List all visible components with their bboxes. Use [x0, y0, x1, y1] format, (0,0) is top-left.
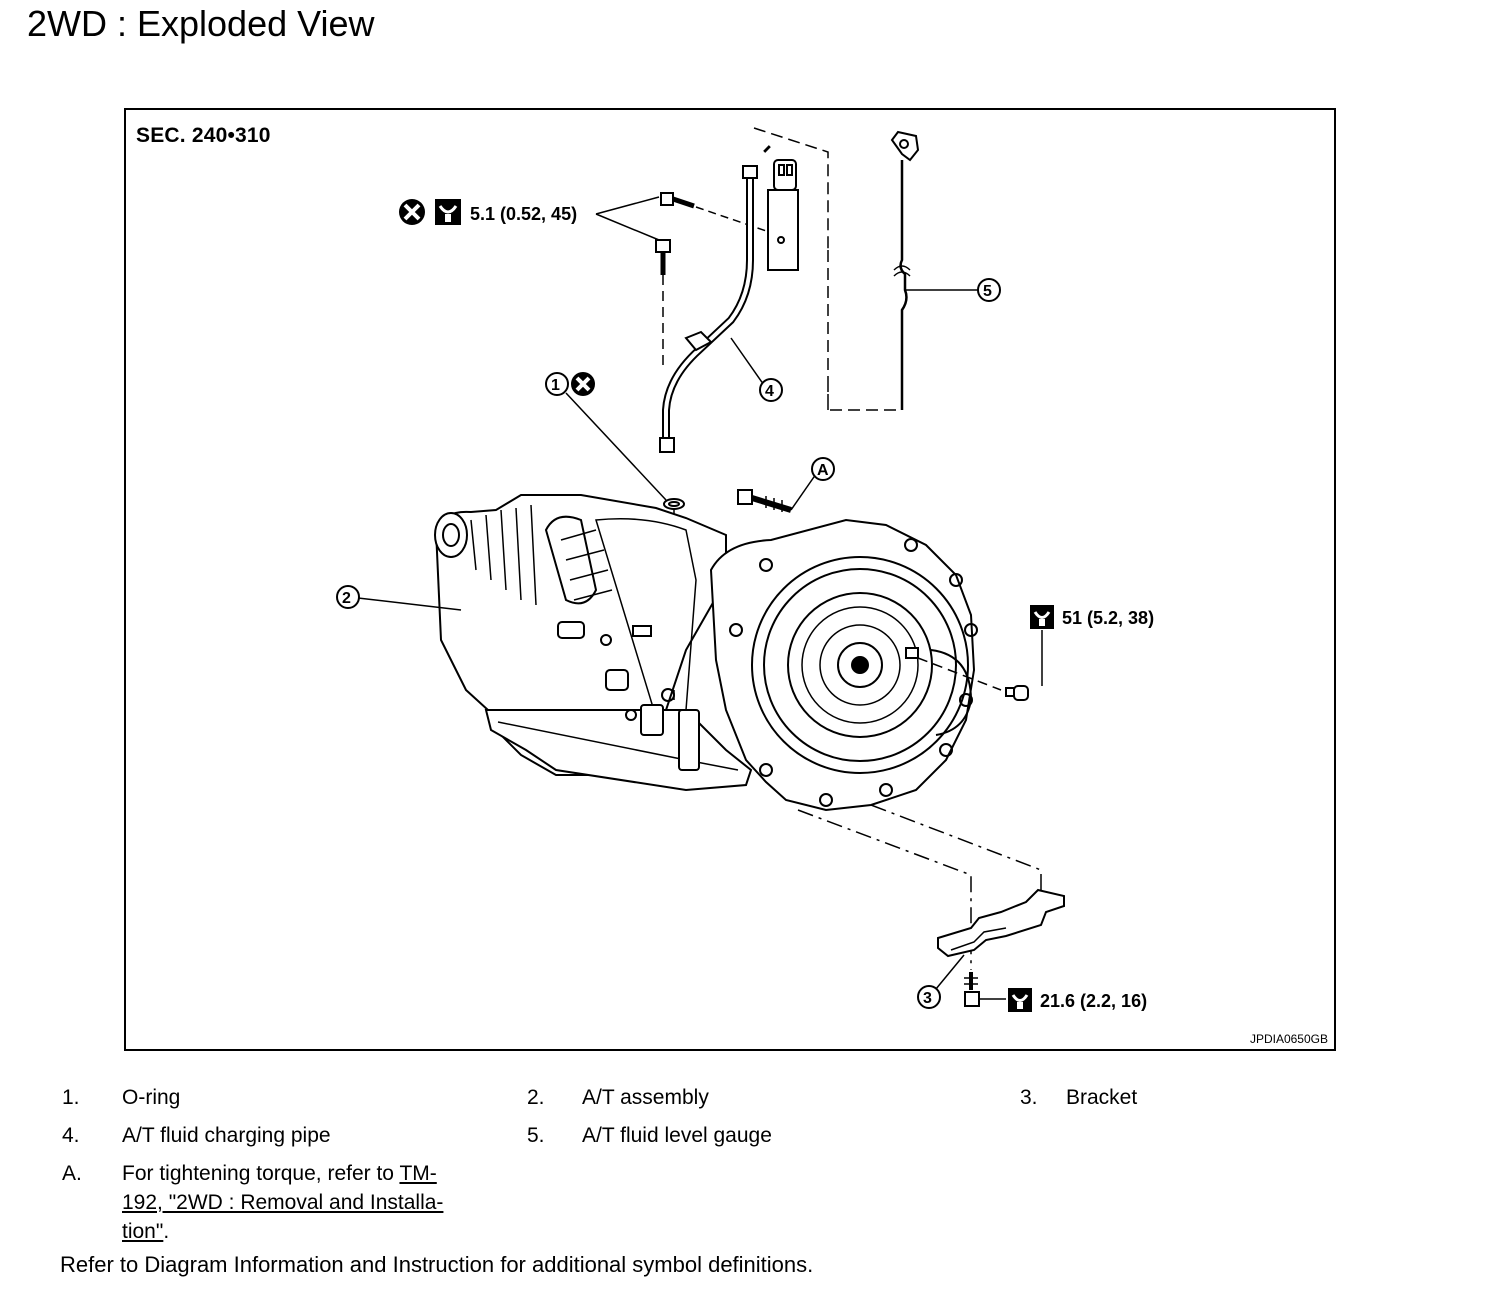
callout-2: 2 — [342, 590, 351, 607]
torque-converter-bolt-value: 51 (5.2, 38) — [1062, 608, 1154, 628]
legend-number: A. — [62, 1162, 82, 1185]
legend-label: A/T fluid level gauge — [582, 1124, 772, 1147]
at-assembly: 2 — [336, 494, 753, 792]
figure-id: JPDIA0650GB — [1249, 1032, 1328, 1046]
legend-label: A/T assembly — [582, 1086, 709, 1109]
transmission-diagram: 5.1 (0.52, 45) 5 — [336, 127, 1154, 1012]
legend-a-suffix: . — [163, 1220, 170, 1243]
legend-number: 1. — [62, 1086, 80, 1109]
legend-number: 2. — [527, 1086, 545, 1109]
gauge-alignment-lines — [753, 127, 898, 411]
legend-a-prefix: For tightening torque, refer to — [122, 1162, 400, 1185]
removal-installation-link[interactable]: tion" — [122, 1220, 164, 1243]
legend-label: For tightening torque, refer to TM- 192,… — [122, 1159, 502, 1246]
legend-label: O-ring — [122, 1086, 181, 1109]
footer-note: Refer to Diagram Information and Instruc… — [60, 1252, 814, 1277]
legend-number: 3. — [1020, 1086, 1038, 1109]
bracket: 3 — [797, 804, 1065, 1009]
fluid-level-gauge: 5 — [890, 130, 1001, 410]
callout-a: A — [817, 462, 829, 479]
legend-label: A/T fluid charging pipe — [122, 1124, 331, 1147]
legend-number: 4. — [62, 1124, 80, 1147]
removal-installation-link[interactable]: TM- — [399, 1162, 437, 1185]
callout-4: 4 — [765, 383, 774, 400]
exploded-view-figure: SEC. 240•310 5.1 (0.52, 45) — [124, 108, 1336, 1051]
page-title: 2WD : Exploded View — [27, 3, 375, 44]
section-label: SEC. 240•310 — [136, 124, 271, 147]
pipe-bracket-bolt-upper — [660, 192, 779, 236]
legend-label: Bracket — [1066, 1086, 1138, 1109]
callout-5: 5 — [983, 283, 992, 300]
torque-pipe-bolts-value: 5.1 (0.52, 45) — [470, 204, 577, 224]
fluid-charging-pipe: 4 — [659, 145, 799, 453]
torque-bracket-bolt-value: 21.6 (2.2, 16) — [1040, 991, 1147, 1011]
pipe-bracket-bolt-lower — [655, 239, 671, 370]
callout-1: 1 — [551, 377, 560, 394]
callout-3: 3 — [923, 990, 932, 1007]
torque-marker-bracket-bolt: 21.6 (2.2, 16) — [1008, 988, 1147, 1012]
removal-installation-link[interactable]: 192, "2WD : Removal and Installa- — [122, 1191, 444, 1214]
bolt-a: A — [737, 457, 835, 513]
torque-marker-converter-bolt: 51 (5.2, 38) — [917, 605, 1154, 701]
legend-number: 5. — [527, 1124, 545, 1147]
converter-housing — [709, 518, 978, 812]
torque-marker-pipe-bolts: 5.1 (0.52, 45) — [399, 196, 660, 241]
